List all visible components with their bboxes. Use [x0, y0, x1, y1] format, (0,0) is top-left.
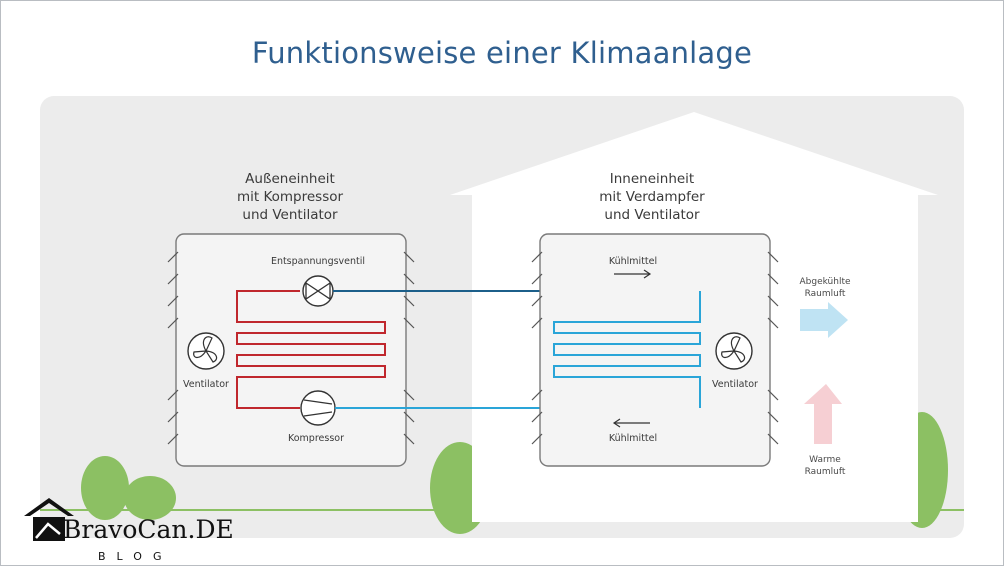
refrigerant-label-top: Kühlmittel [608, 256, 658, 267]
expansion-valve-label: Entspannungsventil [270, 256, 366, 267]
outdoor-heading-line-3: und Ventilator [242, 207, 338, 223]
indoor-fan-label: Ventilator [712, 379, 758, 390]
cooled-air-arrow [800, 302, 848, 338]
cooled-air-label-line-2: Raumluft [804, 289, 846, 299]
refrigerant-arrow-right [614, 269, 652, 279]
refrigerant-label-bottom: Kühlmittel [608, 433, 658, 444]
outdoor-unit-grille-left [167, 251, 179, 445]
compressor-icon [300, 390, 336, 426]
compressor-label: Kompressor [287, 433, 344, 444]
indoor-heading-line-2: mit Verdampfer [599, 189, 705, 205]
brand-watermark: BravoCan.DE [63, 515, 234, 544]
indoor-unit-grille-left [531, 251, 543, 445]
cooled-air-label: Abgekühlte Raumluft [785, 276, 865, 300]
bush-left-1 [81, 456, 129, 520]
indoor-unit-grille-right [767, 251, 779, 445]
outdoor-heading-line-2: mit Kompressor [236, 189, 344, 205]
brand-logo-icon [24, 498, 74, 541]
cooled-air-label-line-1: Abgekühlte [799, 277, 851, 287]
outdoor-fan-label: Ventilator [183, 379, 229, 390]
brand-watermark-sub: BLOG [98, 550, 173, 563]
bush-left-2 [124, 476, 176, 520]
evaporator-coil [553, 291, 701, 408]
warm-air-label-line-2: Raumluft [804, 467, 846, 477]
indoor-unit-box [539, 233, 771, 467]
warm-air-label: Warme Raumluft [785, 454, 865, 478]
indoor-heading-line-1: Inneneinheit [609, 171, 695, 187]
house-roof [450, 112, 938, 195]
warm-air-arrow [804, 384, 848, 444]
outdoor-heading-line-1: Außeneinheit [245, 171, 335, 187]
condenser-coil [236, 290, 386, 409]
indoor-heading-line-3: und Ventilator [604, 207, 700, 223]
outdoor-unit-heading: Außeneinheit mit Kompressor und Ventilat… [180, 170, 400, 224]
outdoor-unit-grille-right [403, 251, 415, 445]
refrigerant-arrow-left [612, 418, 650, 428]
diagram-title: Funktionsweise einer Klimaanlage [251, 36, 753, 70]
warm-air-label-line-1: Warme [809, 455, 841, 465]
indoor-unit-heading: Inneneinheit mit Verdampfer und Ventilat… [542, 170, 762, 224]
